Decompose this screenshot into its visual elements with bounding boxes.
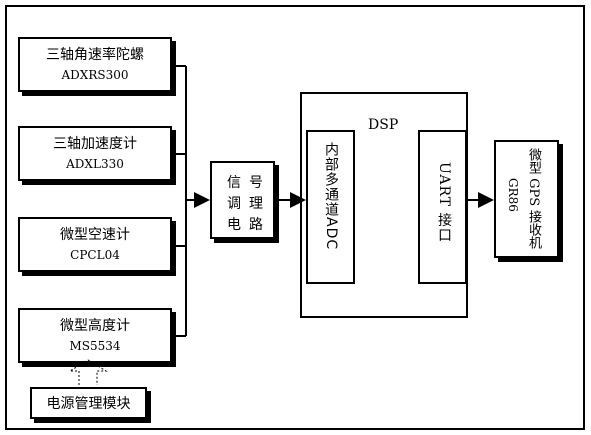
altimeter-model: MS5534 bbox=[69, 338, 121, 353]
gps-model: GR86 bbox=[506, 178, 520, 212]
signal-char-4: 理 bbox=[249, 196, 263, 212]
altimeter-name: 微型高度计 bbox=[60, 317, 130, 334]
adc-label: 内部多通道ADC bbox=[323, 142, 339, 251]
signal-char-5: 电 bbox=[227, 217, 241, 233]
signal-char-1: 信 bbox=[227, 175, 241, 191]
gps-receiver-box: 微型 GPS 接收机 GR86 bbox=[494, 140, 559, 258]
altimeter-box: 微型高度计 MS5534 bbox=[18, 308, 172, 363]
dsp-label: DSP bbox=[368, 117, 399, 133]
gyro-model: ADXRS300 bbox=[61, 67, 129, 82]
signal-char-6: 路 bbox=[249, 217, 263, 233]
gyro-box: 三轴角速率陀螺 ADXRS300 bbox=[18, 37, 172, 92]
power-supply-arrow bbox=[68, 359, 108, 385]
accelerometer-model: ADXL330 bbox=[66, 156, 124, 171]
uart-label: UART 接口 bbox=[436, 162, 452, 243]
airspeed-model: CPCL04 bbox=[70, 247, 120, 262]
outer-frame bbox=[5, 5, 585, 430]
accelerometer-name: 三轴加速度计 bbox=[53, 135, 137, 152]
signal-char-3: 调 bbox=[227, 196, 241, 212]
uart-box: UART 接口 bbox=[418, 130, 467, 284]
signal-conditioning-box: 信 号 调 理 电 路 bbox=[210, 161, 275, 239]
airspeed-name: 微型空速计 bbox=[60, 226, 130, 243]
power-management-box: 电源管理模块 bbox=[30, 387, 147, 419]
power-label: 电源管理模块 bbox=[46, 396, 131, 412]
signal-char-2: 号 bbox=[249, 175, 263, 191]
adc-box: 内部多通道ADC bbox=[306, 130, 355, 284]
accelerometer-box: 三轴加速度计 ADXL330 bbox=[18, 126, 172, 181]
airspeed-box: 微型空速计 CPCL04 bbox=[18, 217, 172, 272]
gps-name: 微型 GPS 接收机 bbox=[526, 148, 541, 250]
gyro-name: 三轴角速率陀螺 bbox=[46, 46, 144, 63]
